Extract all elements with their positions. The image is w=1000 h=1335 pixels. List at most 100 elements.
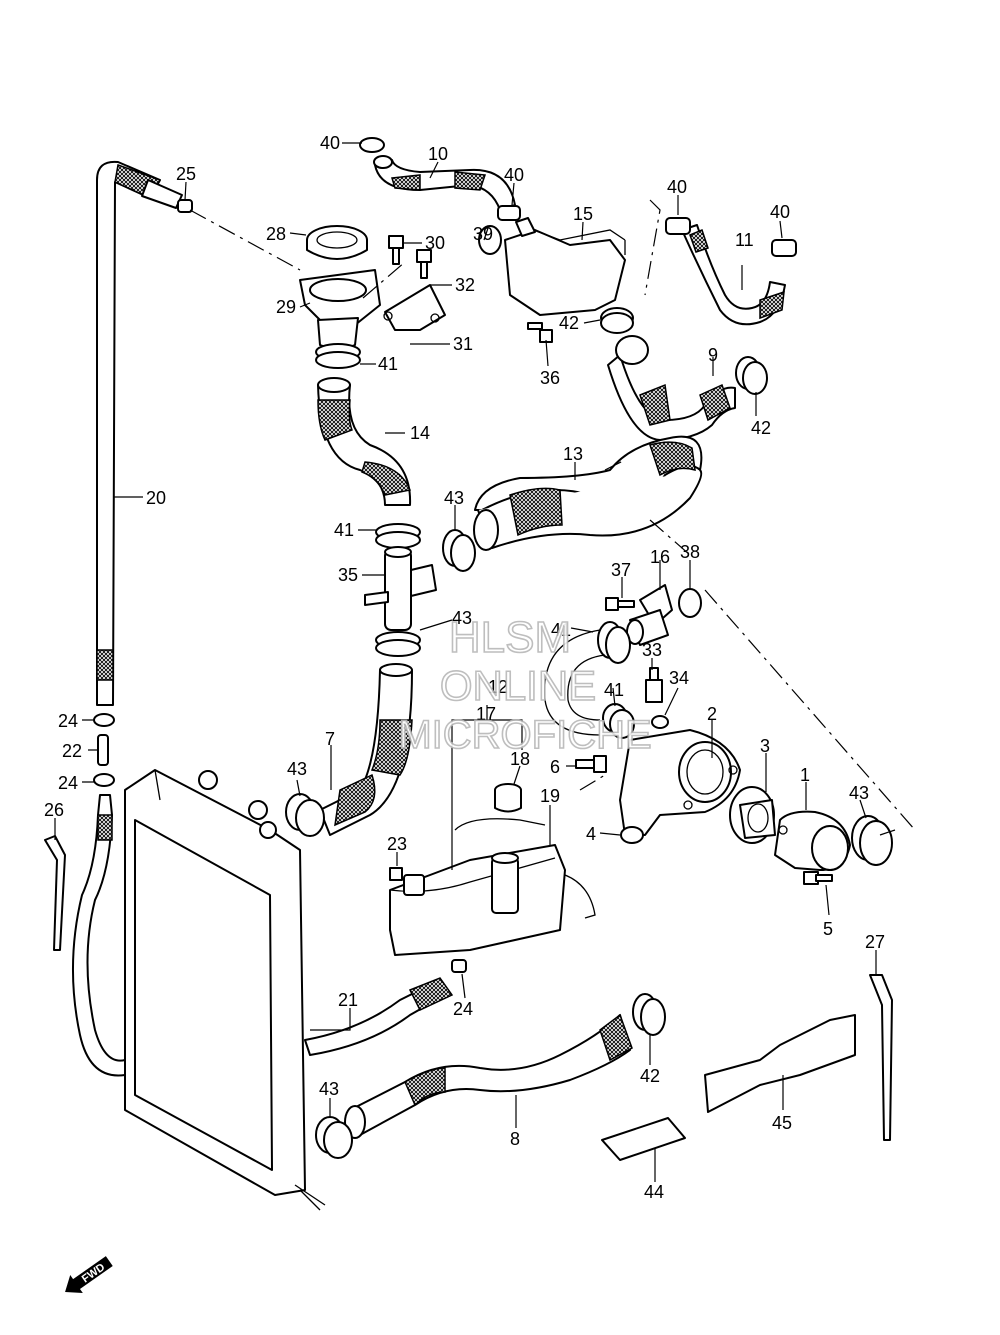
hose-14: [317, 377, 412, 506]
label-36: 36: [540, 368, 560, 388]
hose-13: [473, 435, 703, 551]
gasket-34: [651, 715, 669, 729]
label-4: 4: [586, 824, 596, 844]
label-31: 31: [453, 334, 473, 354]
bolt-6: [575, 755, 607, 773]
label-24-a: 24: [58, 711, 78, 731]
label-24-b: 24: [58, 773, 78, 793]
label-42-b: 42: [751, 418, 771, 438]
label-43-c: 43: [287, 759, 307, 779]
label-40-b: 40: [504, 165, 524, 185]
label-20: 20: [146, 488, 166, 508]
watermark-line2: ONLINE: [440, 662, 596, 709]
watermark: HLSM ONLINE MICROFICHE: [398, 612, 653, 758]
label-45: 45: [772, 1113, 792, 1133]
reservoir-cap-18: [494, 783, 522, 813]
fwd-arrow-icon: FWD: [65, 1256, 113, 1294]
clamp-43-t-side: [442, 529, 476, 572]
pipe-15: [504, 217, 626, 316]
label-7: 7: [325, 729, 335, 749]
label-23: 23: [387, 834, 407, 854]
clamp-41-hose12: [597, 621, 631, 664]
label-2: 2: [707, 704, 717, 724]
label-6: 6: [550, 757, 560, 777]
thermostat-3: [729, 786, 776, 844]
label-14: 14: [410, 423, 430, 443]
label-22: 22: [62, 741, 82, 761]
bracket-31: [383, 284, 446, 331]
label-39: 39: [473, 224, 493, 244]
thermostat-housing-2: [619, 729, 741, 836]
label-9: 9: [708, 345, 718, 365]
label-43-b: 43: [452, 608, 472, 628]
label-8: 8: [510, 1129, 520, 1149]
joint-22-clamps-24: [93, 713, 115, 787]
o-ring-38: [678, 588, 702, 618]
clamp-42-upper: [600, 307, 634, 334]
label-40-c: 40: [667, 177, 687, 197]
clamp-41-mid: [375, 523, 421, 549]
leader-lines: [54, 142, 877, 1182]
label-29: 29: [276, 297, 296, 317]
hose-11: [681, 224, 786, 326]
label-3: 3: [760, 736, 770, 756]
radiator: [124, 769, 326, 1211]
hose-20: [96, 160, 183, 706]
label-24-c: 24: [453, 999, 473, 1019]
label-30: 30: [425, 233, 445, 253]
label-28: 28: [266, 224, 286, 244]
label-27: 27: [865, 932, 885, 952]
watermark-line3: MICROFICHE: [398, 713, 651, 757]
label-43-d: 43: [849, 783, 869, 803]
label-41-a: 41: [378, 354, 398, 374]
tie-strap-26: [44, 835, 66, 951]
clamp-40-11-right: [771, 239, 797, 257]
clamp-41-upper: [315, 343, 361, 369]
bolt-37: [605, 597, 635, 611]
label-32: 32: [455, 275, 475, 295]
fitting-16: [626, 584, 673, 646]
label-10: 10: [428, 144, 448, 164]
label-44: 44: [644, 1182, 664, 1202]
label-16: 16: [650, 547, 670, 567]
label-12: 12: [488, 677, 508, 697]
label-42-c: 42: [640, 1066, 660, 1086]
clamp-24-reservoir: [451, 959, 467, 973]
label-37: 37: [611, 560, 631, 580]
tie-strap-27: [869, 974, 893, 1141]
label-41-c: 41: [551, 620, 571, 640]
label-41-d: 41: [604, 680, 624, 700]
bolt-32: [416, 249, 432, 279]
filler-neck-29: [299, 269, 381, 350]
label-1: 1: [800, 765, 810, 785]
label-25: 25: [176, 164, 196, 184]
clamp-43-hose7: [285, 793, 325, 837]
part-labels: 40 10 40 25 40 40 15 28 30 39 11 32 29 4…: [44, 133, 885, 1202]
hose-7: [319, 663, 413, 836]
hose-12: [543, 629, 606, 736]
label-41-b: 41: [334, 520, 354, 540]
clamp-41-housing: [602, 703, 635, 739]
label-40-a: 40: [320, 133, 340, 153]
watermark-line1: HLSM: [449, 613, 571, 662]
hose-8: [344, 1013, 633, 1139]
o-ring-39: [478, 225, 502, 255]
clamp-40-top: [359, 137, 385, 153]
clamp-42-hose9: [735, 356, 768, 395]
label-18: 18: [510, 749, 530, 769]
guide-lines: [189, 199, 916, 836]
label-19: 19: [540, 786, 560, 806]
bolt-30: [388, 235, 404, 265]
label-11: 11: [735, 230, 754, 250]
label-42-a: 42: [559, 313, 579, 333]
hose-10: [373, 155, 516, 211]
bolt-36: [527, 322, 553, 343]
plate-44: [601, 1117, 686, 1161]
label-40-d: 40: [770, 202, 790, 222]
clamp-43-cover: [851, 815, 893, 866]
clamp-42-hose8: [632, 993, 666, 1036]
plate-45: [704, 1014, 856, 1113]
label-13: 13: [563, 444, 583, 464]
label-5: 5: [823, 919, 833, 939]
